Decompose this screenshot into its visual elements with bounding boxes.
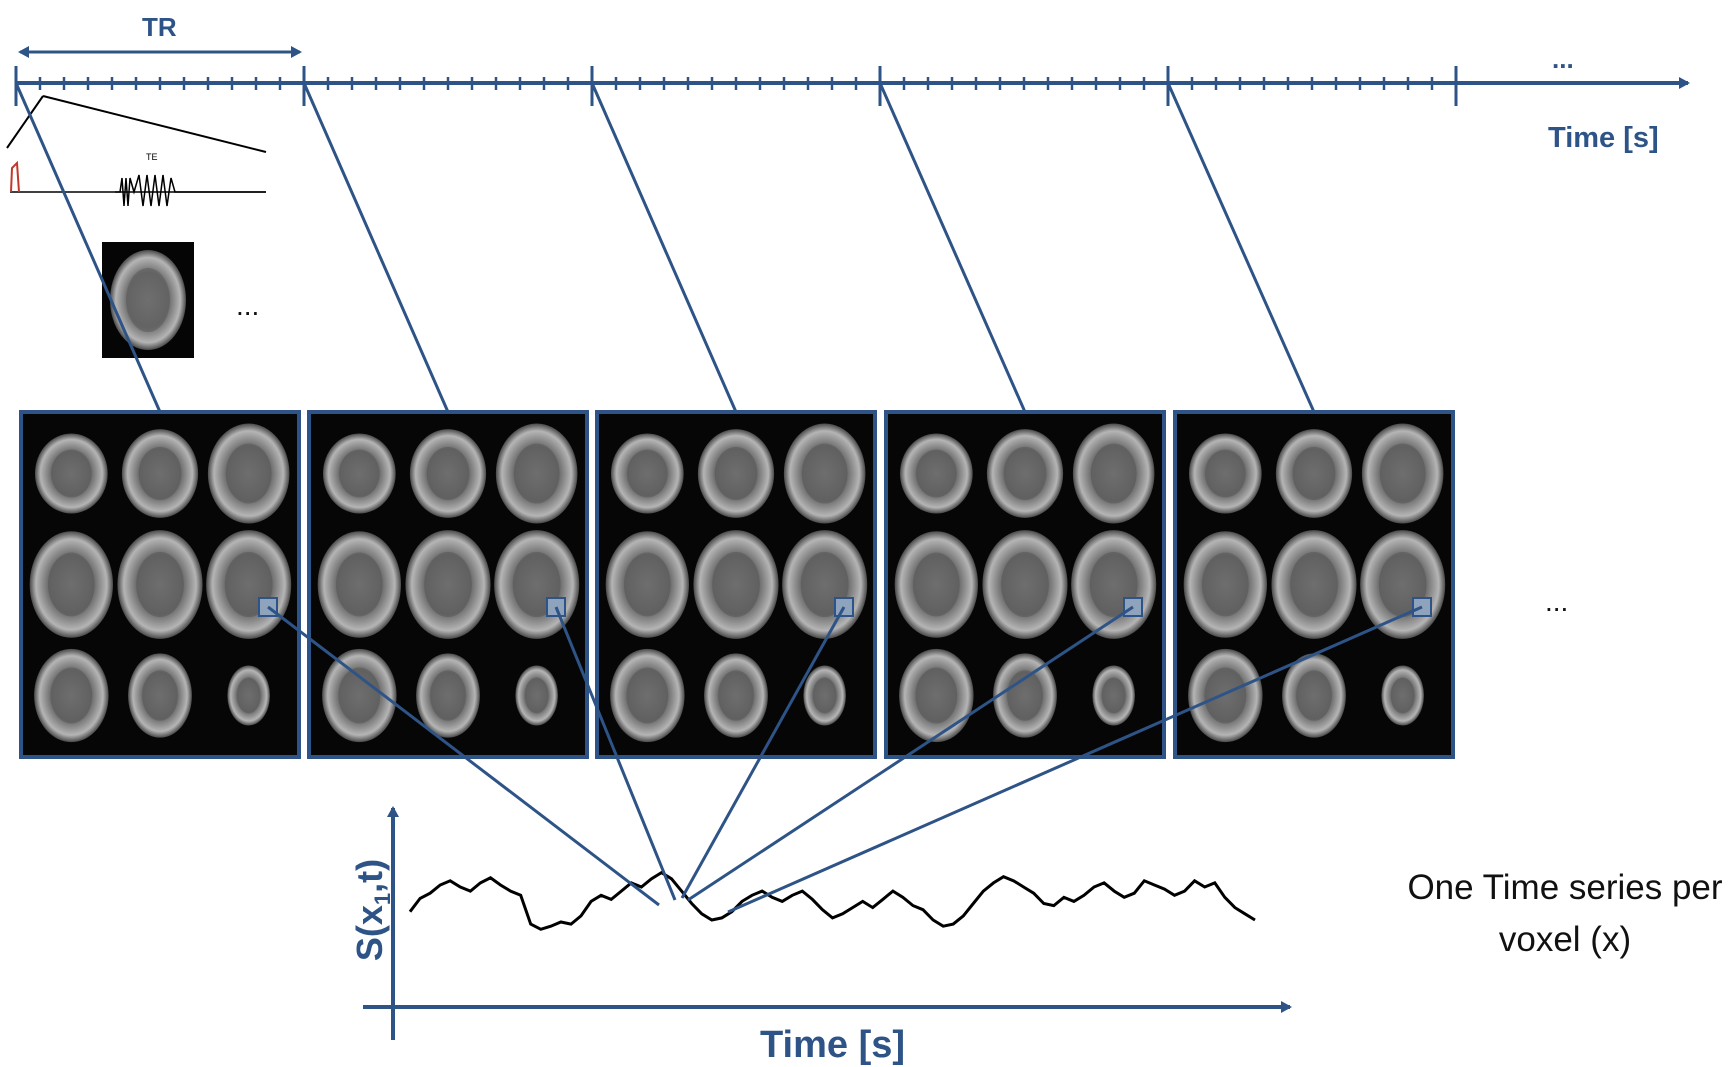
voxel-to-signal-connectors (267, 605, 1423, 914)
tr-volume-connector (590, 82, 738, 413)
brain-slice-core (1296, 670, 1332, 721)
brain-volume (595, 410, 877, 759)
voxel-signal-connector (554, 606, 677, 901)
brain-slice-core (626, 449, 668, 498)
brain-slice-core (1204, 667, 1247, 724)
brain-slice-core (424, 551, 472, 618)
brain-slice-core (1292, 446, 1336, 501)
tr-volume-connector (1166, 82, 1316, 413)
brain-volume (884, 410, 1166, 759)
brain-slice-core (524, 677, 549, 714)
volume-ellipsis: ... (1545, 586, 1569, 617)
zoom-line-left (6, 95, 44, 149)
brain-slice-core (142, 670, 178, 721)
brain-slice-core (915, 449, 957, 498)
brain-slice-core (1001, 551, 1049, 618)
brain-slice-core (623, 552, 671, 617)
top-timeline (14, 46, 1690, 106)
brain-slice-core (1379, 443, 1426, 504)
brain-volume (1173, 410, 1455, 759)
brain-slice-core (430, 670, 466, 721)
tr-label: TR (142, 12, 177, 42)
brain-volume (19, 410, 301, 759)
brain-slice-core (47, 552, 95, 617)
brain-slice-core (1003, 446, 1047, 501)
time-axis-ticks (14, 66, 1458, 106)
time-axis-label-top: Time [s] (1548, 122, 1659, 154)
brain-slice-core (1201, 552, 1249, 617)
ylabel-subscript: 1 (370, 892, 396, 906)
pulse-sequence-inset (6, 95, 267, 207)
rf-pulse (10, 160, 20, 193)
brain-slice-core (712, 551, 760, 618)
tr-volume-connector (878, 82, 1027, 413)
brain-slice-core (1290, 551, 1338, 618)
time-series-note: One Time series per voxel (x) (1407, 868, 1723, 959)
brain-slice-core (426, 446, 470, 501)
brain-slice-core (138, 446, 182, 501)
brain-slice-core (626, 667, 669, 724)
brain-volume (307, 410, 589, 759)
time-axis-label-bottom: Time [s] (760, 1024, 906, 1066)
voxel-signal-connector (267, 605, 660, 907)
brain-slice-core (714, 446, 758, 501)
te-label: TE (146, 152, 158, 162)
plot-y-axis-label: S(x1,t) (349, 835, 395, 985)
voxel-signal-connector (727, 605, 1423, 914)
slice-ellipsis: ... (236, 290, 260, 321)
brain-slice-core (718, 670, 754, 721)
brain-slice-core (513, 443, 560, 504)
ylabel-prefix: S(x (349, 905, 390, 962)
zoom-line-right (42, 95, 267, 153)
volume-row (19, 410, 1455, 759)
brain-slice-core (812, 677, 837, 714)
brain-slice-core (1090, 443, 1137, 504)
brain-slice-core (801, 443, 848, 504)
brain-slice-core (1204, 449, 1246, 498)
brain-slice-core (335, 552, 383, 617)
brain-slice-core (912, 552, 960, 617)
tr-to-volume-connectors (14, 82, 1316, 413)
single-slice-thumbnail (102, 242, 194, 358)
voxel-signal-connector (687, 605, 1134, 902)
voxel-signal-connector (680, 606, 846, 899)
timeline-ellipsis: ... (1552, 44, 1574, 74)
brain-slice-core (225, 443, 272, 504)
brain-slice-core (338, 449, 380, 498)
brain-slice-core (1390, 677, 1415, 714)
brain-slice-core (1101, 677, 1126, 714)
brain-slice-core (915, 667, 958, 724)
readout-gradient (115, 174, 266, 207)
brain-slice-core (50, 449, 92, 498)
brain-slice-core (50, 667, 93, 724)
brain-slice-core (236, 677, 261, 714)
tr-volume-connector (302, 82, 450, 413)
tr-volume-connector (14, 82, 162, 413)
signal-plot-axes (363, 806, 1292, 1040)
brain-slice-core (338, 667, 381, 724)
ylabel-suffix: ,t) (349, 858, 390, 893)
voxel-time-series (408, 870, 1256, 931)
brain-slice-core (136, 551, 184, 618)
